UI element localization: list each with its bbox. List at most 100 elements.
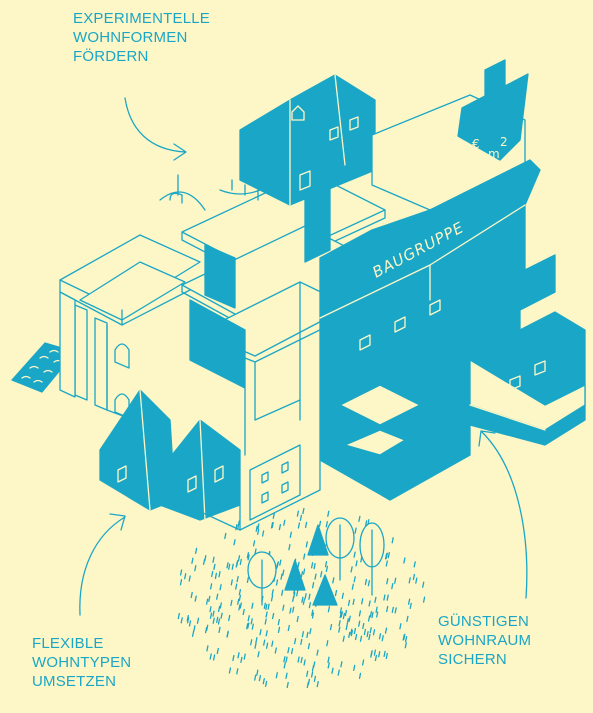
grass-stroke xyxy=(375,656,376,661)
grass-stroke xyxy=(247,577,248,582)
grass-stroke xyxy=(237,577,238,582)
grass-stroke xyxy=(194,626,195,631)
grass-stroke xyxy=(210,607,211,612)
grass-stroke xyxy=(217,594,218,599)
grass-stroke xyxy=(359,621,360,626)
rooftop-house xyxy=(240,75,375,205)
grass-stroke xyxy=(407,616,408,621)
grass-stroke xyxy=(423,582,424,587)
grass-stroke xyxy=(258,524,259,529)
grass-stroke xyxy=(290,608,291,613)
grass-stroke xyxy=(370,628,371,633)
grass-stroke xyxy=(196,548,197,553)
grass-stroke xyxy=(354,577,355,582)
grass-stroke xyxy=(424,597,425,602)
grass-stroke xyxy=(314,662,315,667)
price-currency: € xyxy=(472,137,480,151)
grass-stroke xyxy=(236,584,237,589)
grass-stroke xyxy=(328,607,329,612)
grass-stroke xyxy=(371,651,372,656)
grass-stroke xyxy=(310,629,311,634)
grass-stroke xyxy=(405,643,406,648)
grass-stroke xyxy=(272,596,273,601)
grass-stroke xyxy=(320,521,321,526)
grass-stroke xyxy=(237,669,238,674)
grass-stroke xyxy=(256,638,257,643)
grass-stroke xyxy=(387,607,388,612)
grass-stroke xyxy=(332,668,333,673)
grass-stroke xyxy=(215,573,216,578)
grass-stroke xyxy=(386,654,387,659)
grass-stroke xyxy=(281,574,282,579)
grass-stroke xyxy=(195,596,196,601)
grass-stroke xyxy=(355,528,356,533)
grass-stroke xyxy=(409,578,410,583)
grass-stroke xyxy=(400,624,401,629)
grass-stroke xyxy=(379,652,380,657)
grass-stroke xyxy=(384,595,385,600)
grass-stroke xyxy=(240,603,241,608)
grass-stroke xyxy=(267,643,268,648)
grass-stroke xyxy=(341,662,342,667)
grass-stroke xyxy=(292,649,293,654)
grass-stroke xyxy=(238,653,239,658)
grass-stroke xyxy=(326,522,327,527)
grass-stroke xyxy=(220,603,221,608)
grass-stroke xyxy=(349,600,350,605)
grass-stroke xyxy=(214,564,215,569)
grass-stroke xyxy=(301,572,302,577)
grass-stroke xyxy=(229,564,230,569)
grass-stroke xyxy=(304,660,305,665)
grass-stroke xyxy=(288,626,289,631)
grass-stroke xyxy=(178,614,179,619)
grass-stroke xyxy=(307,671,308,676)
grass-stroke xyxy=(239,556,240,561)
grass-stroke xyxy=(287,683,288,688)
grass-stroke xyxy=(193,631,194,636)
grass-stroke xyxy=(321,572,322,577)
grass-stroke xyxy=(364,630,365,635)
grass-stroke xyxy=(252,624,253,629)
grass-stroke xyxy=(238,521,239,526)
grass-stroke xyxy=(239,590,240,595)
price-exponent: 2 xyxy=(500,135,508,149)
grass-stroke xyxy=(331,625,332,630)
grass-stroke xyxy=(382,636,383,641)
grass-stroke xyxy=(376,607,377,612)
grass-stroke xyxy=(282,590,283,595)
grass-stroke xyxy=(244,654,245,659)
tree-icon xyxy=(326,518,354,580)
grass-stroke xyxy=(315,574,316,579)
arrow-top-icon xyxy=(125,98,186,160)
grass-stroke xyxy=(256,526,257,531)
grass-stroke xyxy=(369,601,370,606)
grass-stroke xyxy=(286,657,287,662)
grass-stroke xyxy=(297,591,298,596)
grass-stroke xyxy=(302,632,303,637)
grass-stroke xyxy=(284,663,285,668)
grass-stroke xyxy=(414,562,415,567)
grass-stroke xyxy=(363,624,364,629)
grass-stroke xyxy=(213,611,214,616)
grass-stroke xyxy=(259,676,260,681)
grass-stroke xyxy=(207,599,208,604)
grass-stroke xyxy=(387,579,388,584)
grass-stroke xyxy=(386,628,387,633)
grass-stroke xyxy=(252,603,253,608)
grass-stroke xyxy=(283,570,284,575)
front-houses xyxy=(100,390,320,530)
grass-stroke xyxy=(308,644,309,649)
grass-stroke xyxy=(367,632,368,637)
grass-stroke xyxy=(347,619,348,624)
grass-stroke xyxy=(342,593,343,598)
grass-stroke xyxy=(233,656,234,661)
grass-stroke xyxy=(354,552,355,557)
grass-stroke xyxy=(302,597,303,602)
grass-stroke xyxy=(392,538,393,543)
grass-stroke xyxy=(392,607,393,612)
grass-stroke xyxy=(280,560,281,565)
grass-stroke xyxy=(251,619,252,624)
grass-stroke xyxy=(219,619,220,624)
grass-stroke xyxy=(190,621,191,626)
